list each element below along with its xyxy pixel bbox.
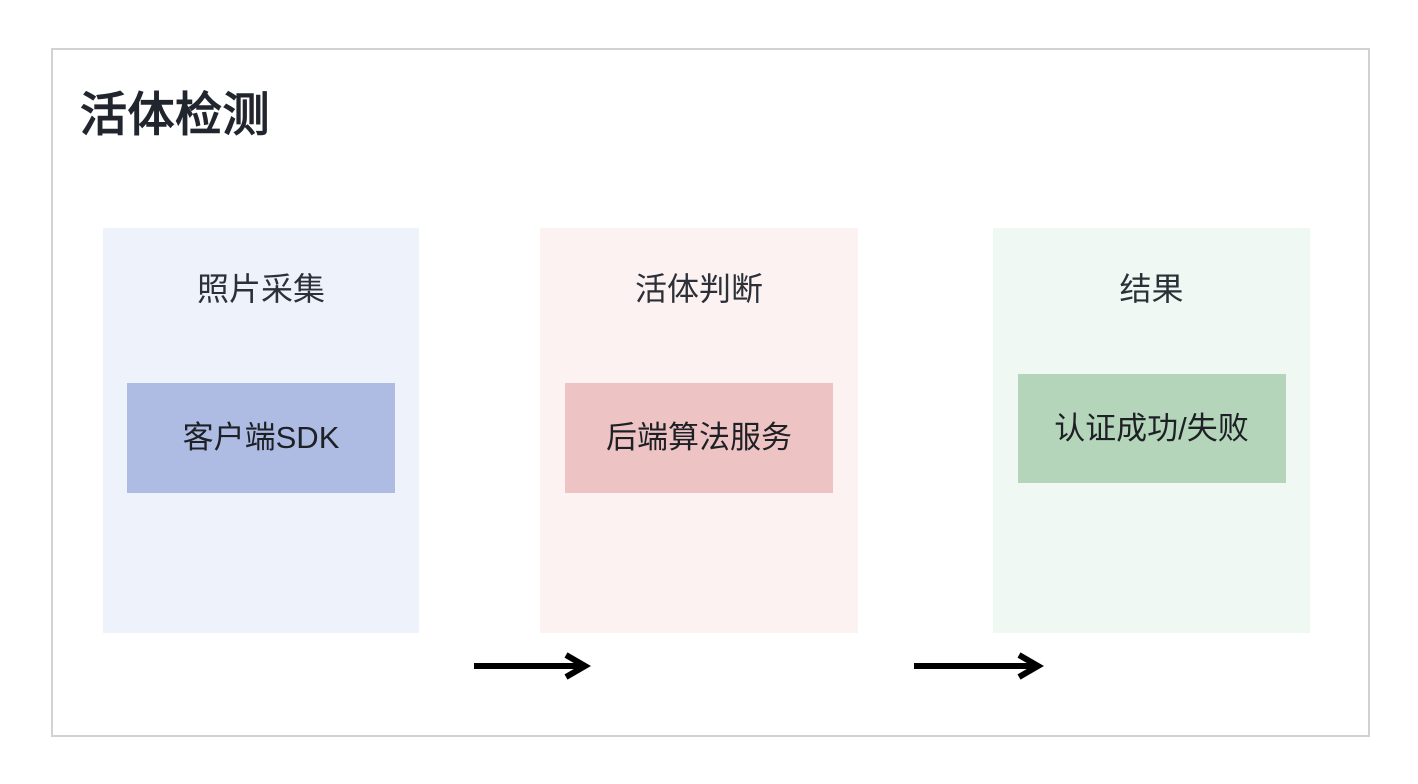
arrow-right-icon [914,652,1044,680]
stage-column-result: 结果 认证成功/失败 [993,228,1310,633]
page-title: 活体检测 [80,88,270,141]
stage-header: 结果 [1119,271,1184,307]
connector-arrow-2 [914,652,1044,680]
connector-arrow-1 [474,652,591,680]
stage-row: 照片采集 客户端SDK 活体判断 后端算法服务 结果 认证成功/失败 [53,228,1368,680]
stage-box-auth-success-failure: 认证成功/失败 [1017,374,1286,483]
stage-box-client-sdk: 客户端SDK [127,383,395,493]
arrow-right-icon [474,652,591,680]
stage-box-backend-algorithm-service: 后端算法服务 [565,383,833,493]
stage-column-liveness-judgement: 活体判断 后端算法服务 [540,228,858,633]
stage-column-photo-capture: 照片采集 客户端SDK [103,228,419,633]
stage-header: 照片采集 [196,271,325,307]
diagram-card: 活体检测 照片采集 客户端SDK 活体判断 后端算法服务 [51,48,1370,737]
stage-header: 活体判断 [634,271,763,307]
